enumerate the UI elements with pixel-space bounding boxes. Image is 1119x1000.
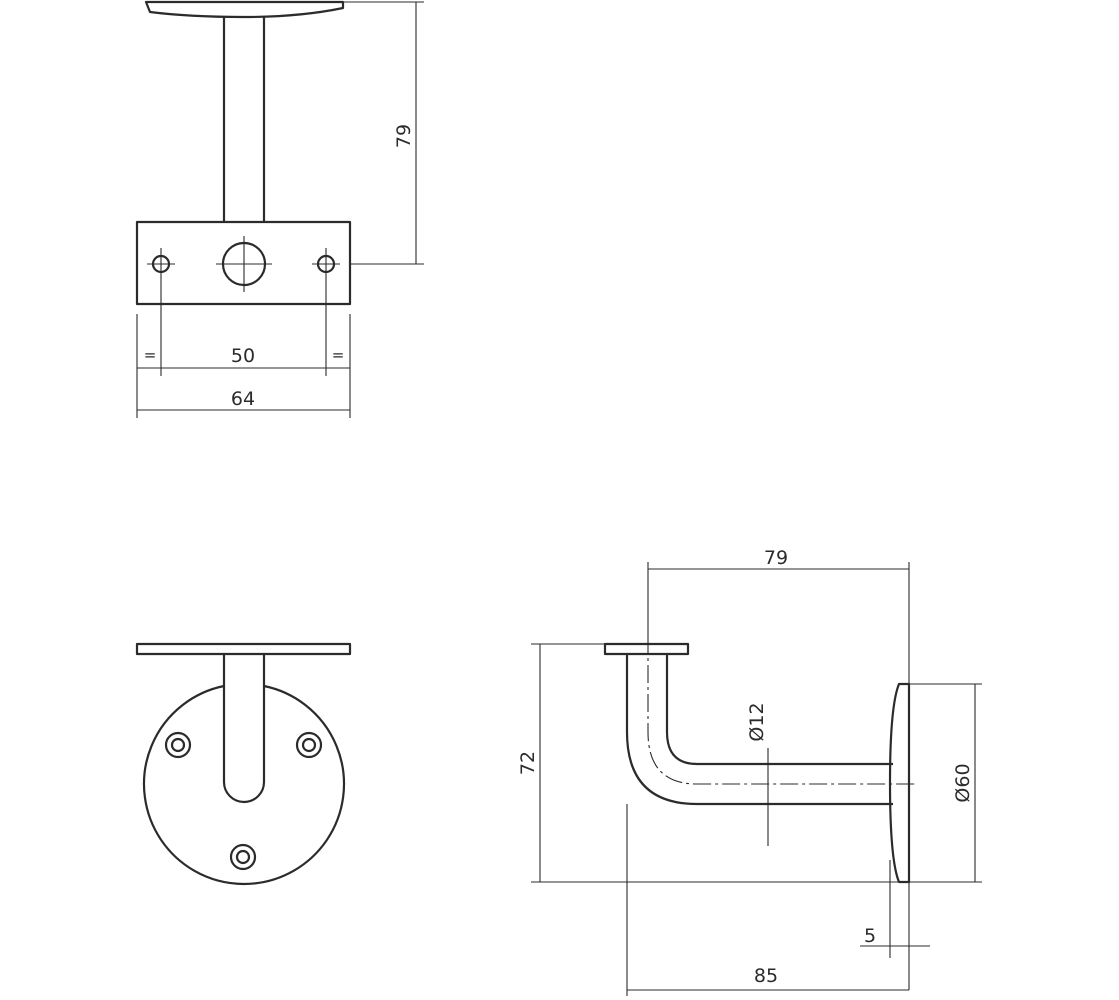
top-height-dimension (344, 1, 424, 265)
hole-spacing-dimension (136, 280, 351, 418)
plate-width-label: 64 (231, 388, 255, 410)
top-view-stem (222, 16, 266, 222)
depth-dimension (626, 804, 909, 996)
height-label: 72 (517, 751, 539, 775)
plate-diameter-dimension (909, 683, 982, 883)
screw-bottom (229, 843, 257, 871)
front-view-plate (142, 684, 346, 885)
side-view: 79 72 Ø12 Ø60 5 85 (517, 547, 982, 996)
projection-label: 79 (764, 547, 788, 569)
plate-thickness-dimension (860, 860, 930, 990)
rod-centerline (647, 636, 918, 785)
front-view (135, 642, 352, 885)
front-view-saddle (135, 642, 352, 656)
hole-spacing-label: 50 (231, 345, 255, 367)
side-view-wall-plate (888, 682, 911, 884)
hole-center-marks (147, 236, 340, 292)
screw-top-left (164, 731, 192, 759)
side-view-bent-rod (625, 654, 893, 806)
projection-dimension (647, 562, 910, 684)
equal-mark-right: = (332, 346, 345, 364)
top-height-label: 79 (393, 124, 415, 148)
front-view-stem (222, 654, 266, 804)
height-dimension (531, 643, 899, 883)
plate-thickness-label: 5 (864, 925, 876, 947)
depth-label: 85 (754, 965, 778, 987)
equal-mark-left: = (144, 346, 157, 364)
plate-diameter-label: Ø60 (952, 763, 974, 802)
rod-diameter-label: Ø12 (746, 702, 768, 741)
top-view-saddle (144, 0, 345, 19)
top-view-base-plate (135, 220, 352, 306)
top-view: 79 50 = = 64 (135, 0, 424, 418)
screw-top-right (295, 731, 323, 759)
side-view-saddle (603, 642, 690, 656)
